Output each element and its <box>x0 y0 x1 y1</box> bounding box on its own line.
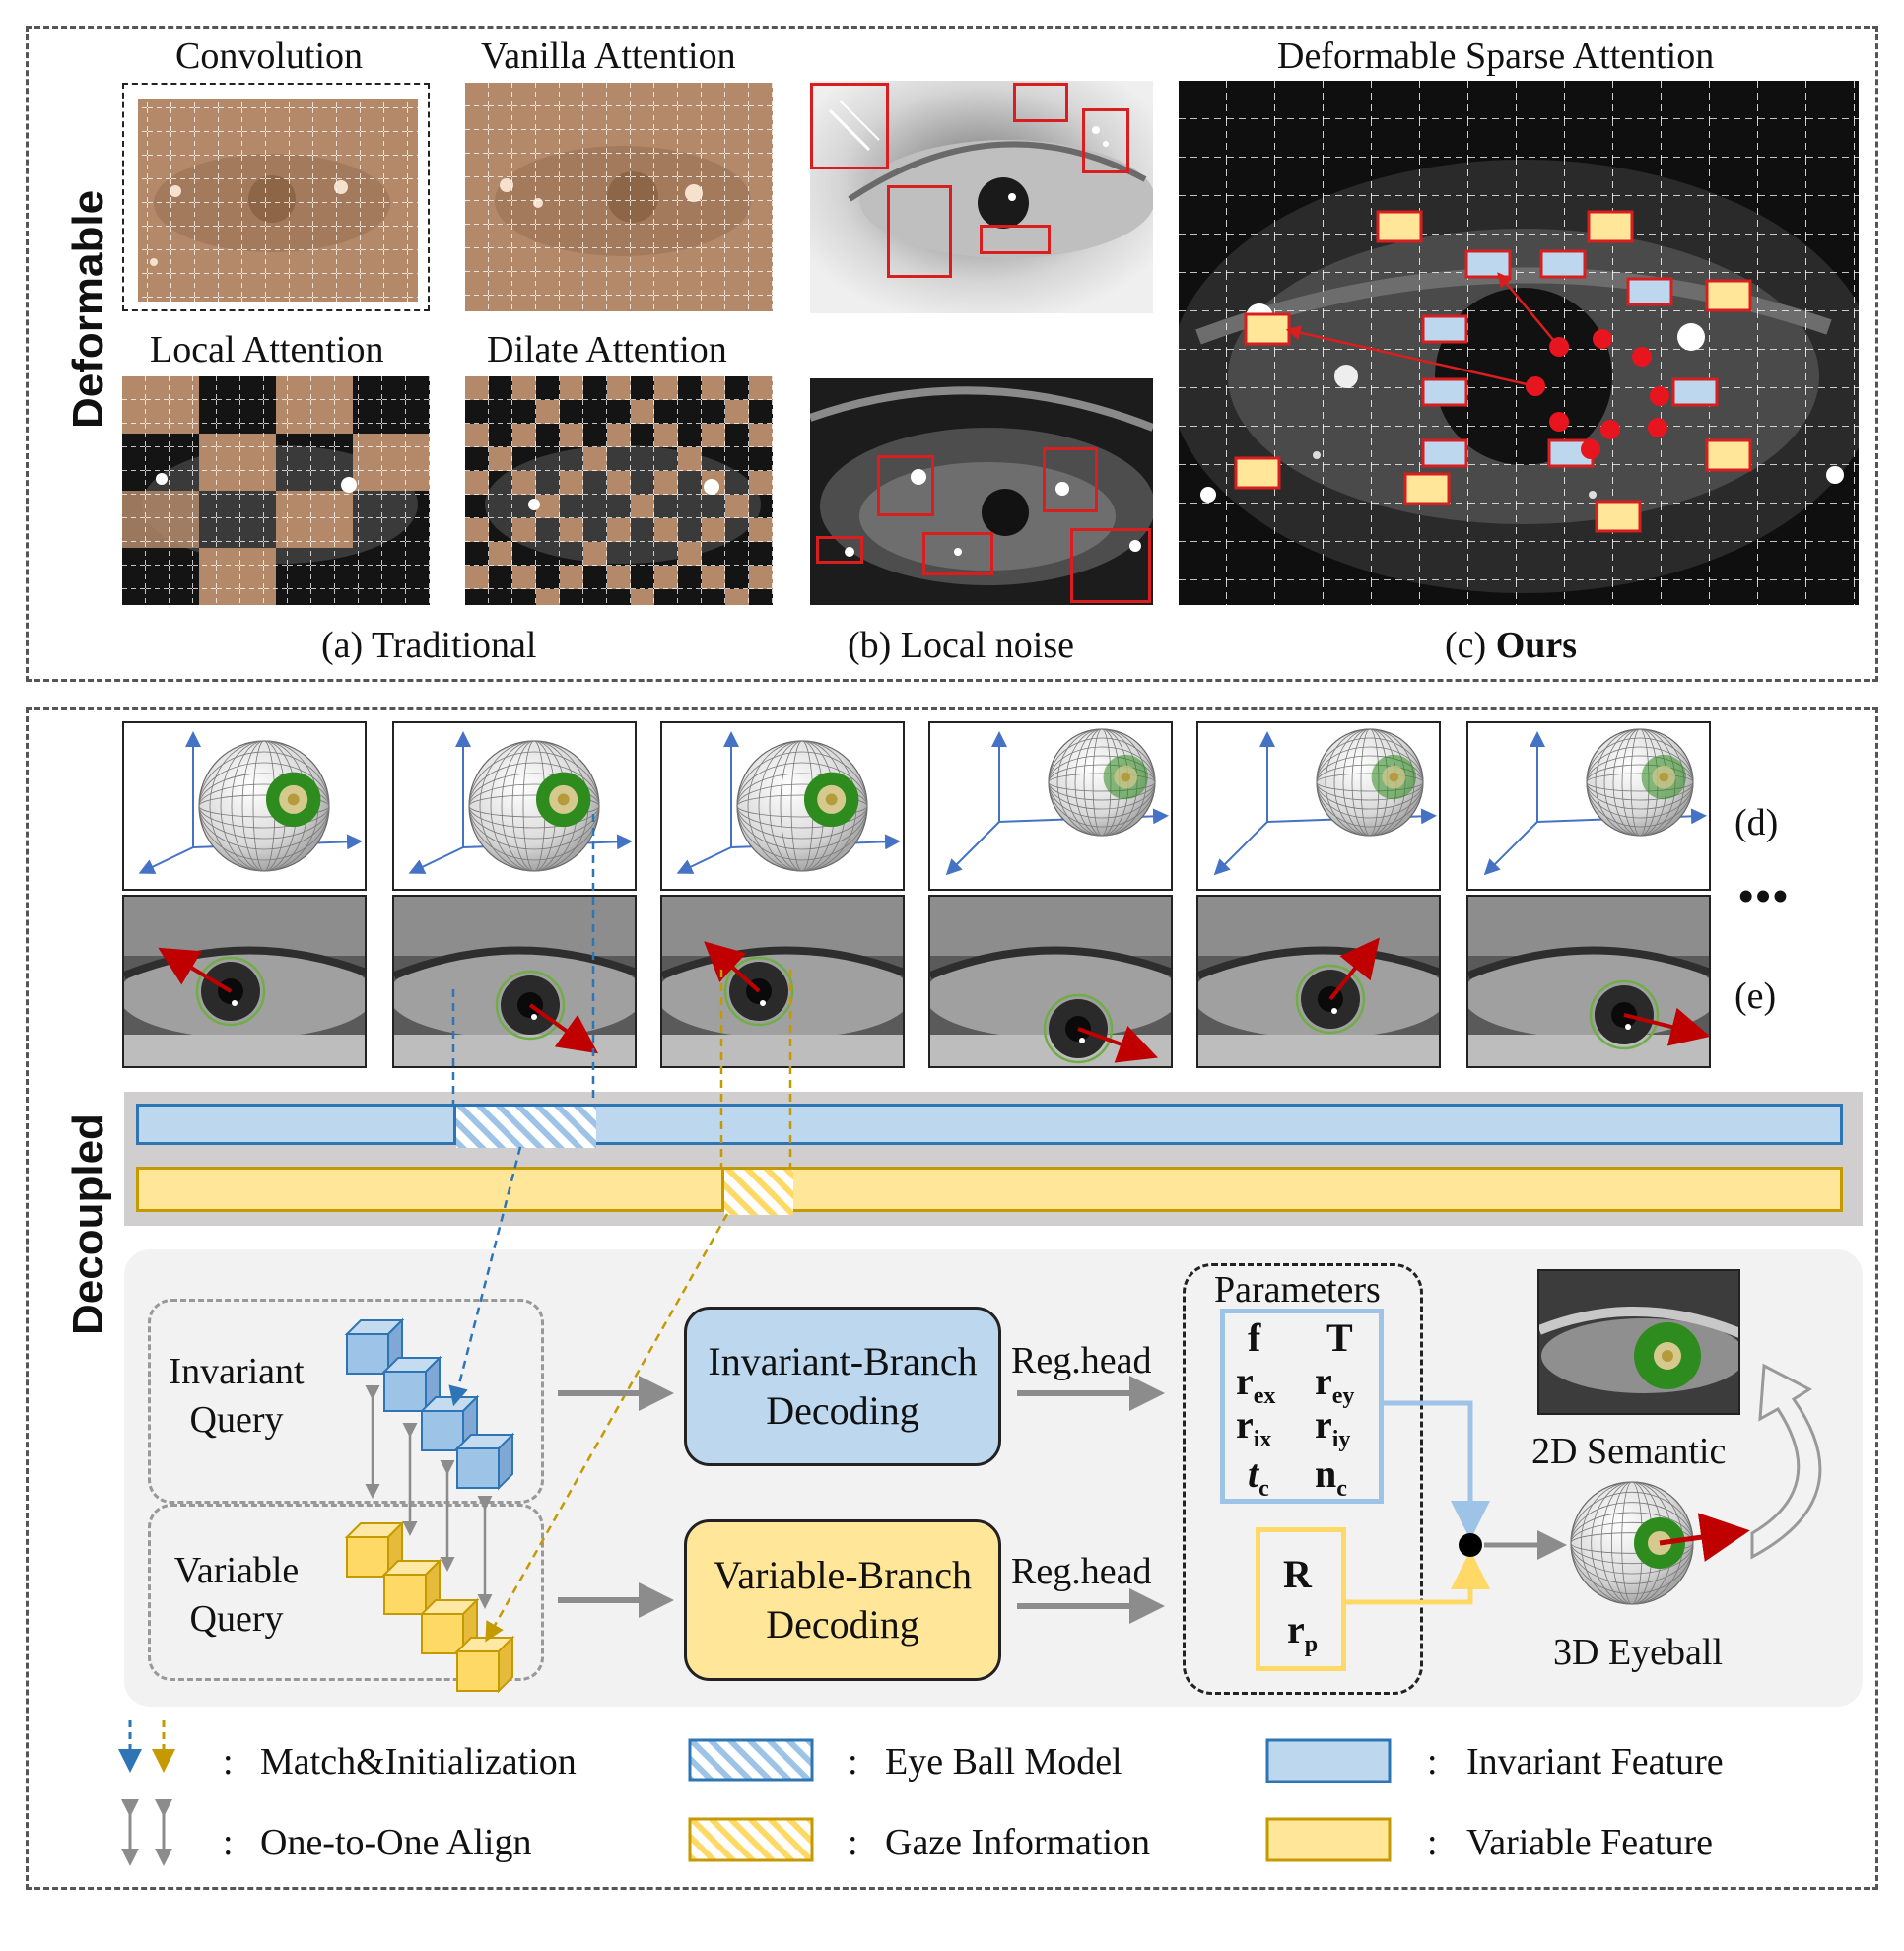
panel-b-caption: (b) Local noise <box>848 625 1075 666</box>
eyeball-3d-panel <box>1196 721 1441 891</box>
local-noise-image-top <box>810 81 1153 313</box>
parameter-symbol: riy <box>1315 1402 1351 1452</box>
legend-sep: : <box>848 1741 858 1783</box>
dilate-attention-tile <box>465 376 773 605</box>
panel-c-title: Deformable Sparse Attention <box>1277 35 1715 77</box>
local-attention-title: Local Attention <box>150 329 384 370</box>
eyeball-3d-panel <box>392 721 637 891</box>
variable-branch-decoder: Variable-Branch Decoding <box>684 1519 1001 1681</box>
parameter-symbol: rix <box>1236 1402 1272 1452</box>
variable-query-label: Variable Query <box>173 1550 300 1641</box>
eyeball-3d-panel <box>660 721 905 891</box>
legend-gaze-information: Gaze Information <box>885 1822 1151 1863</box>
legend-eye-ball-model: Eye Ball Model <box>885 1741 1122 1783</box>
legend-one-to-one-align: One-to-One Align <box>260 1822 532 1863</box>
eyeball-3d-panel <box>122 721 367 891</box>
gaze-eye-image <box>660 895 905 1068</box>
variable-feature-bar <box>136 1167 1843 1212</box>
convolution-title: Convolution <box>175 35 364 77</box>
variable-parameters-box <box>1256 1527 1346 1671</box>
gaze-eye-image <box>1196 895 1441 1068</box>
local-noise-image-bottom <box>810 378 1153 605</box>
3d-eyeball-label: 3D Eyeball <box>1553 1632 1724 1673</box>
parameter-symbol: R <box>1283 1552 1312 1596</box>
legend-invariant-feature: Invariant Feature <box>1466 1741 1724 1783</box>
deformable-section <box>26 26 1878 682</box>
gaze-eye-image <box>392 895 637 1068</box>
invariant-reg-head-label: Reg.head <box>1011 1340 1152 1381</box>
legend-match-initialization: Match&Initialization <box>260 1741 577 1783</box>
noise-box <box>877 455 934 516</box>
convolution-tile <box>122 83 430 311</box>
gaze-eye-image <box>928 895 1173 1068</box>
noise-box <box>1070 528 1151 603</box>
noise-box <box>887 185 952 278</box>
more-ellipsis: ••• <box>1738 872 1791 920</box>
row-e-label: (e) <box>1734 976 1777 1017</box>
panel-c-caption-bold: Ours <box>1495 625 1578 666</box>
dilate-attention-title: Dilate Attention <box>487 329 727 370</box>
vanilla-attention-title: Vanilla Attention <box>481 35 736 77</box>
vanilla-attention-tile <box>465 83 773 311</box>
decoupled-section <box>26 707 1878 1890</box>
invariant-parameters-box <box>1220 1309 1384 1504</box>
invariant-branch-decoder: Invariant-Branch Decoding <box>684 1307 1001 1466</box>
2d-semantic-label: 2D Semantic <box>1531 1431 1727 1472</box>
parameter-symbol: rey <box>1315 1359 1355 1409</box>
local-attention-tile <box>122 376 430 605</box>
gaze-eye-image <box>122 895 367 1068</box>
eyeball-3d-panel <box>1466 721 1711 891</box>
noise-box <box>980 225 1051 254</box>
parameter-symbol: tc <box>1248 1451 1269 1502</box>
legend-sep: : <box>1427 1741 1438 1783</box>
row-d-label: (d) <box>1734 802 1779 843</box>
parameter-symbol: f <box>1248 1315 1261 1360</box>
deformable-sparse-attention-image <box>1179 81 1859 605</box>
parameter-symbol: rp <box>1287 1607 1319 1657</box>
noise-box <box>816 536 863 564</box>
gaze-eye-image <box>1466 895 1711 1068</box>
parameter-symbol: T <box>1326 1315 1353 1360</box>
noise-box <box>1043 447 1098 512</box>
panel-c-caption-prefix: (c) <box>1445 625 1496 666</box>
2d-semantic-image <box>1537 1269 1740 1415</box>
noise-box <box>1013 83 1068 122</box>
legend-sep: : <box>223 1741 234 1783</box>
eyeball-model-slice <box>453 1104 596 1148</box>
parameter-symbol: rex <box>1236 1359 1276 1409</box>
eyeball-3d-panel <box>928 721 1173 891</box>
legend-sep: : <box>223 1822 234 1863</box>
deformable-section-title: Deformable <box>64 189 112 429</box>
noise-box <box>922 532 993 575</box>
invariant-query-label: Invariant Query <box>169 1351 305 1442</box>
legend-variable-feature: Variable Feature <box>1466 1822 1714 1863</box>
legend-sep: : <box>848 1822 858 1863</box>
panel-c-caption: (c) Ours <box>1445 627 1577 664</box>
parameter-symbol: nc <box>1315 1451 1347 1502</box>
panel-a-caption: (a) Traditional <box>321 625 537 666</box>
parameters-title: Parameters <box>1214 1269 1381 1311</box>
invariant-feature-bar <box>136 1104 1843 1145</box>
gaze-information-slice <box>721 1167 793 1215</box>
noise-box <box>810 83 889 169</box>
decoupled-section-title: Decoupled <box>64 1113 112 1335</box>
noise-box <box>1082 108 1129 173</box>
variable-reg-head-label: Reg.head <box>1011 1551 1152 1592</box>
legend-sep: : <box>1427 1822 1438 1863</box>
